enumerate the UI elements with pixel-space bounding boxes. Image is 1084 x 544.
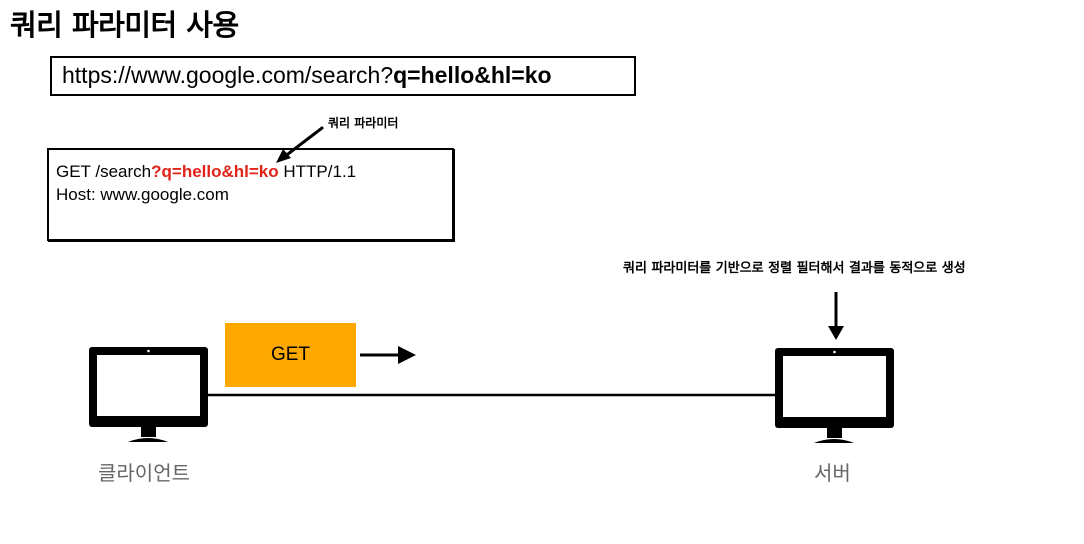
http-request-box (47, 148, 454, 241)
client-monitor-icon (89, 347, 208, 442)
query-param-label: 쿼리 파라미터 (328, 116, 399, 130)
client-caption: 클라이언트 (98, 461, 190, 485)
page-title: 쿼리 파라미터 사용 (10, 8, 239, 42)
query-param-arrow (276, 126, 324, 163)
url-query: q=hello&hl=ko (393, 62, 552, 88)
request-line-prefix: GET /search (56, 162, 152, 181)
request-line-suffix: HTTP/1.1 (278, 162, 357, 181)
url-box (50, 56, 636, 96)
request-query-params: ?q=hello&hl=ko (151, 162, 279, 181)
server-caption: 서버 (814, 461, 851, 485)
get-method-label: GET (270, 344, 311, 365)
server-note-arrow (828, 292, 844, 340)
url-base: https://www.google.com/search? (62, 62, 394, 88)
request-line: GET /search?q=hello&hl=ko HTTP/1.1 (56, 162, 356, 182)
get-method-badge (225, 323, 356, 387)
request-host-header: Host: www.google.com (56, 185, 229, 204)
request-direction-arrow (360, 346, 416, 364)
server-note: 쿼리 파라미터를 기반으로 정렬 필터해서 결과를 동적으로 생성 (623, 261, 966, 276)
url-text: https://www.google.com/search?q=hello&hl… (62, 62, 552, 89)
server-monitor-icon (775, 348, 894, 443)
